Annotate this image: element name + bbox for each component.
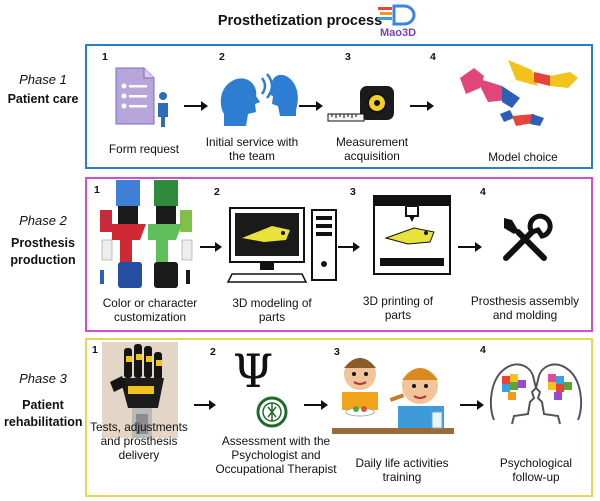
diagram-title: Prosthetization process	[217, 13, 383, 29]
arrow	[304, 400, 328, 410]
phase-1-step-2-caption: Initial service with the team	[205, 135, 299, 163]
phase-3-step-2-number: 2	[210, 346, 216, 358]
phase-1-step-4-caption: Model choice	[488, 150, 558, 164]
arrow	[299, 101, 323, 111]
phase-1-step-3-number: 3	[345, 51, 351, 63]
phase-3-step-3-number: 3	[334, 346, 340, 358]
phase-1-step-4-number: 4	[430, 51, 436, 63]
prosthetic-arm-models-icon	[460, 60, 578, 126]
computer-icon	[226, 207, 337, 283]
psi-symbol-icon: Ψ	[232, 344, 274, 398]
arrow	[338, 242, 360, 252]
arrow	[410, 101, 434, 111]
form-icon	[115, 67, 168, 127]
phase-1-step-1-caption: Form request	[108, 142, 180, 156]
3d-printer-icon	[373, 195, 451, 275]
phase-3-step-1-number: 1	[92, 344, 98, 356]
phase-3-step-1-caption: Tests, adjustments and prosthesis delive…	[90, 420, 188, 462]
customization-icon	[100, 180, 193, 288]
phase-1-name: Phase 1	[19, 72, 67, 87]
occupational-therapy-emblem-icon	[256, 396, 288, 428]
phase-3-name: Phase 3	[19, 371, 67, 386]
arrow	[460, 400, 484, 410]
phase-2-box	[85, 177, 593, 332]
tools-icon	[503, 213, 553, 261]
arrow	[458, 242, 482, 252]
tape-measure-icon	[327, 86, 394, 122]
phase-3-step-3-caption: Daily life activities training	[355, 456, 449, 484]
phase-1-subtitle: Patient care	[7, 92, 79, 106]
phase-3-step-4-caption: Psychological follow-up	[499, 456, 573, 484]
children-eating-icon	[332, 358, 454, 434]
phase-3-box	[85, 338, 593, 497]
phase-1-step-1-number: 1	[102, 51, 108, 63]
phase-1-step-3-caption: Measurement acquisition	[335, 135, 409, 163]
brain-heads-icon	[489, 363, 583, 425]
phase-2-step-3-caption: 3D printing of parts	[362, 294, 434, 322]
arrow	[200, 242, 222, 252]
phase-2-step-3-number: 3	[350, 186, 356, 198]
logo-text: Mao3D	[380, 27, 417, 39]
arrow	[194, 400, 216, 410]
mao3d-logo-icon	[378, 4, 416, 26]
phase-2-step-2-caption: 3D modeling of parts	[232, 296, 312, 324]
phase-2-step-1-number: 1	[94, 184, 100, 196]
phase-1-box	[85, 44, 593, 169]
conversation-icon	[220, 73, 298, 126]
phase-3-subtitle: Patient rehabilitation	[4, 398, 83, 429]
phase-1-step-2-number: 2	[219, 51, 225, 63]
phase-3-step-2-caption: Assessment with the Psychologist and Occ…	[215, 434, 337, 476]
phase-3-step-4-number: 4	[480, 344, 486, 356]
phase-2-step-4-caption: Prosthesis assembly and molding	[470, 294, 580, 322]
phase-2-step-1-caption: Color or character customization	[102, 296, 198, 324]
phase-2-subtitle: Prosthesis production	[10, 236, 76, 267]
phase-2-step-4-number: 4	[480, 186, 486, 198]
prosthetic-hand-photo	[102, 342, 178, 438]
phase-2-name: Phase 2	[19, 213, 67, 228]
arrow	[184, 101, 208, 111]
phase-2-step-2-number: 2	[214, 186, 220, 198]
